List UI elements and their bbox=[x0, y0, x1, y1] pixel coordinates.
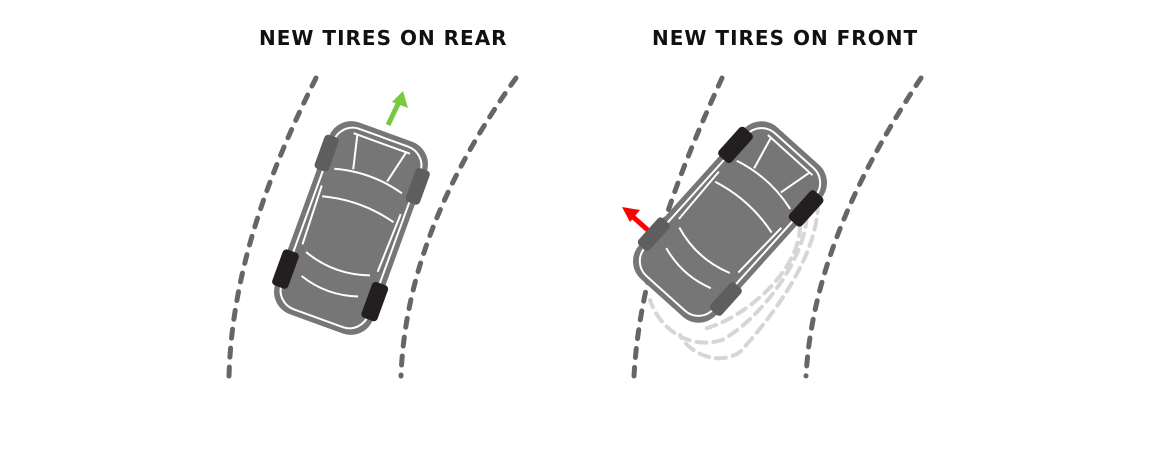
car-rear-new-tires bbox=[272, 121, 430, 335]
forward-arrow-icon bbox=[385, 91, 408, 127]
new-rear-tire-left bbox=[272, 249, 299, 289]
rear-panel-title: NEW TIRES ON REAR bbox=[259, 26, 508, 50]
worn-rear-tire-left bbox=[637, 217, 670, 251]
new-front-tire-right bbox=[788, 190, 824, 227]
spin-direction-arrow-icon bbox=[622, 207, 652, 234]
lane-lines-rear bbox=[226, 75, 519, 379]
spin-out-ghost-path bbox=[648, 184, 820, 361]
car-front-new-tires bbox=[632, 121, 828, 323]
worn-rear-tire-right bbox=[709, 282, 742, 316]
front-panel-title: NEW TIRES ON FRONT bbox=[652, 26, 919, 50]
worn-front-tire-left bbox=[314, 134, 339, 172]
new-rear-tire-right bbox=[361, 281, 389, 322]
new-front-tire-left bbox=[718, 126, 753, 164]
worn-front-tire-right bbox=[405, 167, 430, 205]
